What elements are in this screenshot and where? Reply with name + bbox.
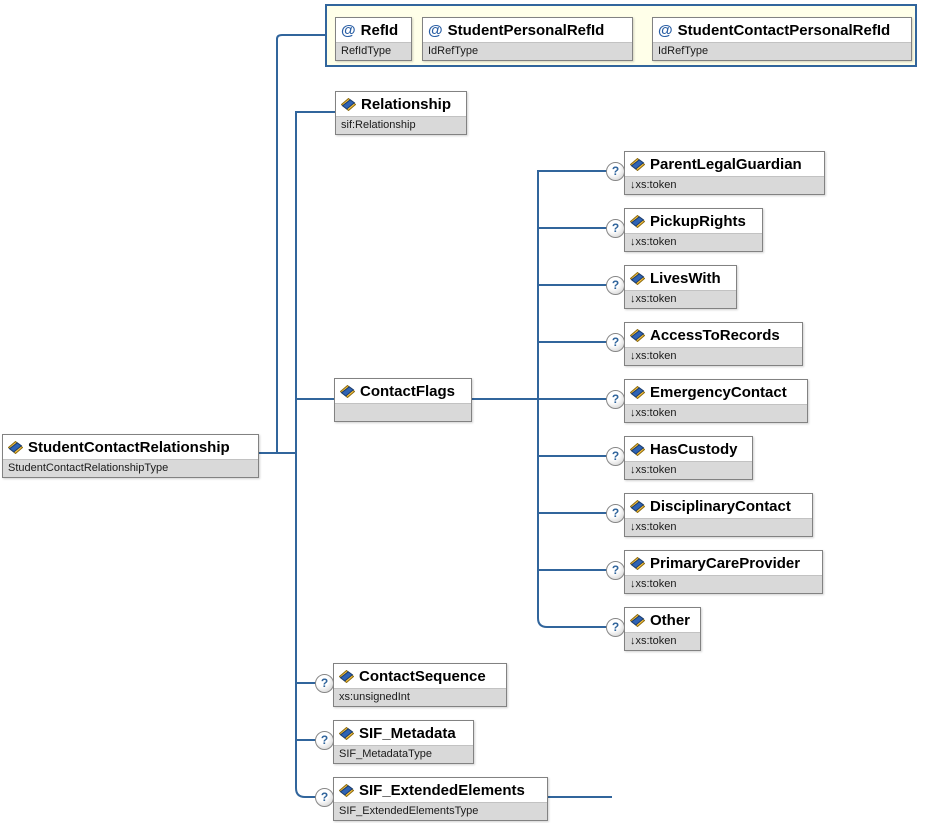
element-icon bbox=[630, 500, 645, 513]
element-icon bbox=[339, 784, 354, 797]
element-icon bbox=[630, 557, 645, 570]
attribute-icon: @ bbox=[658, 22, 673, 39]
node-name: ParentLegalGuardian bbox=[650, 156, 802, 173]
node-type: SIF_ExtendedElementsType bbox=[334, 802, 547, 820]
node-name: ContactSequence bbox=[359, 668, 486, 685]
optional-marker: ? bbox=[606, 447, 625, 466]
node-type: StudentContactRelationshipType bbox=[3, 459, 258, 477]
node-name: PrimaryCareProvider bbox=[650, 555, 801, 572]
node-name: StudentContactPersonalRefId bbox=[677, 22, 891, 39]
node-name: StudentPersonalRefId bbox=[447, 22, 605, 39]
node-emergencycontact[interactable]: EmergencyContact ↓xs:token bbox=[624, 379, 808, 423]
optional-marker: ? bbox=[315, 731, 334, 750]
node-type: ↓xs:token bbox=[625, 518, 812, 536]
node-sif-metadata[interactable]: SIF_Metadata SIF_MetadataType bbox=[333, 720, 474, 764]
node-name: LivesWith bbox=[650, 270, 721, 287]
node-sif-extendedelements[interactable]: SIF_ExtendedElements SIF_ExtendedElement… bbox=[333, 777, 548, 821]
node-type: ↓xs:token bbox=[625, 233, 762, 251]
node-type: ↓xs:token bbox=[625, 290, 736, 308]
node-name: DisciplinaryContact bbox=[650, 498, 791, 515]
element-icon bbox=[630, 215, 645, 228]
node-name: SIF_Metadata bbox=[359, 725, 456, 742]
node-name: EmergencyContact bbox=[650, 384, 787, 401]
node-type: ↓xs:token bbox=[625, 404, 807, 422]
attribute-group-box: @ RefId RefIdType @ StudentPersonalRefId… bbox=[325, 4, 917, 67]
node-contactflags[interactable]: ContactFlags bbox=[334, 378, 472, 422]
node-type: sif:Relationship bbox=[336, 116, 466, 134]
attribute-icon: @ bbox=[428, 22, 443, 39]
optional-marker: ? bbox=[606, 276, 625, 295]
element-icon bbox=[630, 272, 645, 285]
node-type: ↓xs:token bbox=[625, 575, 822, 593]
optional-marker: ? bbox=[606, 618, 625, 637]
node-name: StudentContactRelationship bbox=[28, 439, 230, 456]
element-icon bbox=[339, 670, 354, 683]
node-type: ↓xs:token bbox=[625, 632, 700, 650]
attribute-icon: @ bbox=[341, 22, 356, 39]
node-liveswith[interactable]: LivesWith ↓xs:token bbox=[624, 265, 737, 309]
optional-marker: ? bbox=[606, 219, 625, 238]
optional-marker: ? bbox=[606, 390, 625, 409]
node-studentcontactpersonalrefid[interactable]: @ StudentContactPersonalRefId IdRefType bbox=[652, 17, 912, 61]
element-icon bbox=[630, 614, 645, 627]
node-name: HasCustody bbox=[650, 441, 738, 458]
element-icon bbox=[340, 385, 355, 398]
node-type: RefIdType bbox=[336, 42, 411, 60]
node-name: AccessToRecords bbox=[650, 327, 780, 344]
optional-marker: ? bbox=[606, 333, 625, 352]
element-icon bbox=[339, 727, 354, 740]
node-relationship[interactable]: Relationship sif:Relationship bbox=[335, 91, 467, 135]
node-type: ↓xs:token bbox=[625, 176, 824, 194]
node-type: ↓xs:token bbox=[625, 461, 752, 479]
optional-marker: ? bbox=[606, 162, 625, 181]
node-type: ↓xs:token bbox=[625, 347, 802, 365]
node-type bbox=[335, 403, 471, 421]
node-name: Relationship bbox=[361, 96, 452, 113]
node-disciplinarycontact[interactable]: DisciplinaryContact ↓xs:token bbox=[624, 493, 813, 537]
element-icon bbox=[630, 386, 645, 399]
element-icon bbox=[341, 98, 356, 111]
node-pickuprights[interactable]: PickupRights ↓xs:token bbox=[624, 208, 763, 252]
optional-marker: ? bbox=[315, 674, 334, 693]
node-name: Other bbox=[650, 612, 691, 629]
node-parentlegalguardian[interactable]: ParentLegalGuardian ↓xs:token bbox=[624, 151, 825, 195]
node-primarycareprovider[interactable]: PrimaryCareProvider ↓xs:token bbox=[624, 550, 823, 594]
node-studentcontactrelationship[interactable]: StudentContactRelationship StudentContac… bbox=[2, 434, 259, 478]
optional-marker: ? bbox=[315, 788, 334, 807]
node-type: IdRefType bbox=[653, 42, 911, 60]
node-name: RefId bbox=[360, 22, 399, 39]
node-contactsequence[interactable]: ContactSequence xs:unsignedInt bbox=[333, 663, 507, 707]
node-studentpersonalrefid[interactable]: @ StudentPersonalRefId IdRefType bbox=[422, 17, 633, 61]
element-icon bbox=[630, 329, 645, 342]
node-hascustody[interactable]: HasCustody ↓xs:token bbox=[624, 436, 753, 480]
node-other[interactable]: Other ↓xs:token bbox=[624, 607, 701, 651]
node-type: xs:unsignedInt bbox=[334, 688, 506, 706]
optional-marker: ? bbox=[606, 504, 625, 523]
node-type: IdRefType bbox=[423, 42, 632, 60]
element-icon bbox=[8, 441, 23, 454]
element-icon bbox=[630, 158, 645, 171]
node-name: ContactFlags bbox=[360, 383, 456, 400]
node-refid[interactable]: @ RefId RefIdType bbox=[335, 17, 412, 61]
node-accesstorecords[interactable]: AccessToRecords ↓xs:token bbox=[624, 322, 803, 366]
node-name: SIF_ExtendedElements bbox=[359, 782, 525, 799]
node-name: PickupRights bbox=[650, 213, 746, 230]
optional-marker: ? bbox=[606, 561, 625, 580]
element-icon bbox=[630, 443, 645, 456]
node-type: SIF_MetadataType bbox=[334, 745, 473, 763]
